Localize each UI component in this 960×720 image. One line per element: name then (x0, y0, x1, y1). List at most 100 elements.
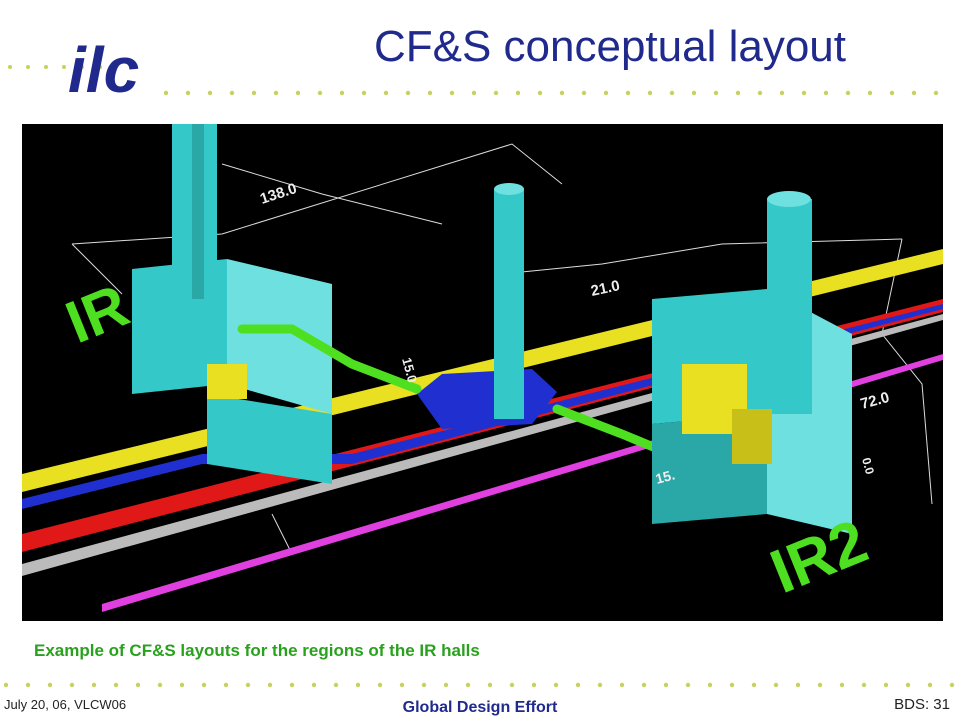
footer-slide-number: BDS: 31 (894, 696, 950, 713)
bottom-dotted-rule (3, 682, 955, 688)
rule-dot (427, 90, 433, 96)
rule-dot (443, 682, 449, 688)
rule-dot (333, 682, 339, 688)
ir2-shaft (767, 199, 812, 414)
rule-dot (163, 90, 169, 96)
figure-caption: Example of CF&S layouts for the regions … (34, 641, 480, 660)
rule-dot (685, 682, 691, 688)
rule-dot (361, 90, 367, 96)
rule-dot (691, 90, 697, 96)
rule-dot (251, 90, 257, 96)
rule-dot (273, 90, 279, 96)
rule-dot (861, 682, 867, 688)
rule-dot (575, 682, 581, 688)
rule-dot (471, 90, 477, 96)
logo-text: ilc (68, 34, 139, 100)
rule-dot (603, 90, 609, 96)
central-cavern (417, 183, 557, 429)
rule-dot (625, 90, 631, 96)
rule-dot (619, 682, 625, 688)
rule-dot (317, 90, 323, 96)
rule-dot (113, 682, 119, 688)
rule-dot (669, 90, 675, 96)
ir2-label: IR2 (761, 507, 876, 607)
rule-dot (399, 682, 405, 688)
rule-dot (201, 682, 207, 688)
rule-dot (663, 682, 669, 688)
rule-dot (933, 90, 939, 96)
rule-dot (3, 682, 9, 688)
rule-dot (911, 90, 917, 96)
dimension-15-center: 15.0 (399, 356, 420, 384)
rule-dot (465, 682, 471, 688)
rule-dot (713, 90, 719, 96)
rule-dot (515, 90, 521, 96)
rule-dot (531, 682, 537, 688)
rule-dot (267, 682, 273, 688)
rule-dot (845, 90, 851, 96)
rule-dot (707, 682, 713, 688)
rule-dot (553, 682, 559, 688)
central-shaft (494, 189, 524, 419)
rule-dot (157, 682, 163, 688)
rule-dot (405, 90, 411, 96)
ilc-logo: ilc (0, 10, 160, 106)
rule-dot (581, 90, 587, 96)
rule-dot (883, 682, 889, 688)
rule-dot (735, 90, 741, 96)
rule-dot (487, 682, 493, 688)
rule-dot (69, 682, 75, 688)
rule-dot (801, 90, 807, 96)
footer-organization: Global Design Effort (402, 699, 558, 716)
rule-dot (245, 682, 251, 688)
rule-dot (823, 90, 829, 96)
rule-dot (229, 90, 235, 96)
rule-dot (47, 682, 53, 688)
ir1-hall (132, 124, 332, 484)
rule-dot (25, 682, 31, 688)
rule-dot (339, 90, 345, 96)
rule-dot (421, 682, 427, 688)
rule-dot (751, 682, 757, 688)
rule-dot (311, 682, 317, 688)
rule-dot (867, 90, 873, 96)
rule-dot (559, 90, 565, 96)
rule-dot (185, 90, 191, 96)
layout-rendering: IR IR2 138.0 21.0 72.0 15. 15.0 0.0 (22, 124, 943, 621)
rule-dot (179, 682, 185, 688)
rule-dot (289, 682, 295, 688)
rule-dot (207, 90, 213, 96)
dimension-15-right: 15. (654, 466, 677, 486)
rule-dot (795, 682, 801, 688)
dimension-138: 138.0 (258, 180, 299, 208)
rule-dot (493, 90, 499, 96)
dimension-21: 21.0 (589, 277, 621, 300)
rule-dot (449, 90, 455, 96)
dimension-72: 72.0 (859, 389, 892, 413)
footer-date: July 20, 06, VLCW06 (4, 697, 127, 712)
rule-dot (383, 90, 389, 96)
ir1-label: IR (57, 271, 138, 356)
rule-dot (647, 90, 653, 96)
rule-dot (597, 682, 603, 688)
rule-dot (223, 682, 229, 688)
rule-dot (641, 682, 647, 688)
layout-3d-scene: IR IR2 138.0 21.0 72.0 15. 15.0 0.0 (22, 124, 943, 612)
dimension-0: 0.0 (859, 456, 877, 476)
rule-dot (757, 90, 763, 96)
rule-dot (355, 682, 361, 688)
rule-dot (509, 682, 515, 688)
rule-dot (905, 682, 911, 688)
top-dotted-rule (163, 90, 939, 96)
slide-title: CF&S conceptual layout (373, 22, 847, 71)
rule-dot (91, 682, 97, 688)
ir2-hall (652, 191, 852, 534)
rule-dot (729, 682, 735, 688)
rule-dot (779, 90, 785, 96)
rule-dot (773, 682, 779, 688)
ir1-detector (207, 364, 247, 399)
rule-dot (135, 682, 141, 688)
ilc-logo-graphic: ilc (8, 34, 139, 106)
rule-dot (839, 682, 845, 688)
rule-dot (537, 90, 543, 96)
